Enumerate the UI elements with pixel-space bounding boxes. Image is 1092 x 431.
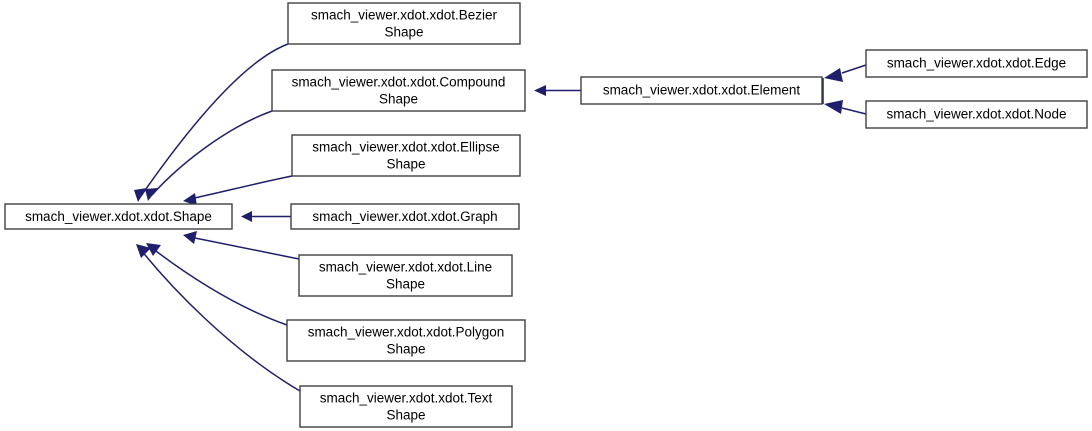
class-node-box: [865, 100, 1088, 129]
class-node-edge[interactable]: smach_viewer.xdot.xdot.Edge: [865, 49, 1088, 78]
edge-line: [140, 43, 289, 197]
edge-line-shape-to-shape: [183, 231, 300, 260]
class-node-box: [287, 2, 521, 45]
edge-polygon-shape-to-shape: [146, 243, 288, 326]
edge-text-shape-to-shape: [136, 244, 301, 392]
edge-line: [151, 247, 288, 326]
edge-line: [841, 64, 867, 74]
class-node-label-line1: smach_viewer.xdot.xdot.Graph: [312, 209, 497, 224]
class-node-ellipse-shape[interactable]: smach_viewer.xdot.xdot.Ellipse Shape: [291, 134, 521, 177]
class-node-compound-shape[interactable]: smach_viewer.xdot.xdot.Compound Shape: [271, 69, 526, 112]
edge-line: [189, 236, 300, 260]
class-node-label-line2: Shape: [384, 25, 423, 40]
edge-arrowhead: [241, 211, 252, 222]
class-node-label-line2: Shape: [386, 408, 425, 423]
edge-graph-to-shape: [241, 211, 291, 222]
class-node-element[interactable]: smach_viewer.xdot.xdot.Element: [580, 76, 823, 105]
edge-line: [140, 249, 301, 392]
class-node-label-line2: Shape: [386, 342, 425, 357]
edge-line: [841, 107, 867, 115]
edge-element-to-compound-shape: [534, 85, 581, 96]
class-node-label-line1: smach_viewer.xdot.xdot.Polygon: [308, 325, 505, 340]
class-node-box: [865, 49, 1088, 78]
class-node-label-line2: Shape: [379, 92, 418, 107]
class-node-label-line1: smach_viewer.xdot.xdot.Compound: [292, 75, 506, 90]
class-node-shape[interactable]: smach_viewer.xdot.xdot.Shape: [4, 203, 233, 230]
class-node-box: [298, 254, 513, 297]
edge-arrowhead: [183, 231, 197, 244]
class-node-box: [580, 76, 823, 105]
class-node-label-line2: Shape: [386, 277, 425, 292]
edge-arrowhead: [183, 193, 197, 206]
class-node-label-line2: Shape: [386, 157, 425, 172]
edge-compound-shape-to-shape: [145, 110, 273, 201]
edge-arrowhead: [136, 244, 151, 258]
class-node-box: [4, 203, 233, 230]
edge-line: [189, 175, 293, 200]
class-node-box: [286, 319, 526, 362]
edge-edge-to-element: [824, 64, 867, 82]
class-node-label-line1: smach_viewer.xdot.xdot.Bezier: [311, 8, 498, 23]
edge-ellipse-shape-to-shape: [183, 175, 293, 206]
class-node-label-line1: smach_viewer.xdot.xdot.Shape: [25, 209, 212, 224]
class-node-label-line1: smach_viewer.xdot.xdot.Line: [319, 260, 492, 275]
class-node-label-line1: smach_viewer.xdot.xdot.Element: [603, 83, 801, 98]
class-node-box: [299, 385, 513, 428]
edge-line: [151, 110, 273, 196]
edges-layer: [134, 43, 867, 392]
class-node-text-shape[interactable]: smach_viewer.xdot.xdot.Text Shape: [299, 385, 513, 428]
edge-node-to-element: [824, 100, 867, 115]
edge-arrowhead: [824, 68, 843, 82]
edge-arrowhead: [134, 188, 147, 202]
edge-bezier-shape-to-shape: [134, 43, 289, 202]
class-node-label-line1: smach_viewer.xdot.xdot.Node: [886, 107, 1066, 122]
class-node-box: [271, 69, 526, 112]
class-node-line-shape[interactable]: smach_viewer.xdot.xdot.Line Shape: [298, 254, 513, 297]
class-node-label-line1: smach_viewer.xdot.xdot.Text: [320, 391, 493, 406]
class-node-box: [290, 203, 520, 230]
edge-arrowhead: [534, 85, 546, 96]
class-node-node[interactable]: smach_viewer.xdot.xdot.Node: [865, 100, 1088, 129]
class-node-polygon-shape[interactable]: smach_viewer.xdot.xdot.Polygon Shape: [286, 319, 526, 362]
class-node-label-line1: smach_viewer.xdot.xdot.Ellipse: [312, 140, 500, 155]
edge-arrowhead: [145, 188, 158, 201]
nodes-layer: smach_viewer.xdot.xdot.Shape smach_viewe…: [4, 2, 1088, 428]
class-node-label-line1: smach_viewer.xdot.xdot.Edge: [887, 56, 1066, 71]
class-node-bezier-shape[interactable]: smach_viewer.xdot.xdot.Bezier Shape: [287, 2, 521, 45]
edge-arrowhead: [146, 243, 161, 256]
class-node-graph[interactable]: smach_viewer.xdot.xdot.Graph: [290, 203, 520, 230]
class-node-box: [291, 134, 521, 177]
edge-arrowhead: [824, 100, 843, 114]
